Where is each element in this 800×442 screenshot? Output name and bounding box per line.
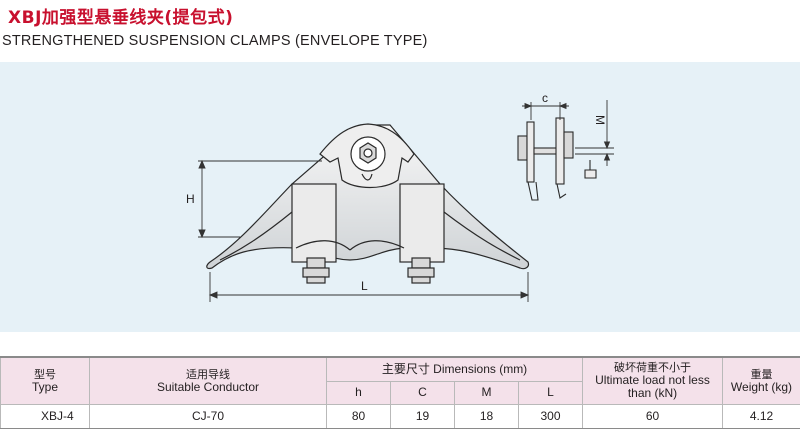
- header-dim-h: h: [326, 380, 391, 405]
- header-dimensions: 主要尺寸 Dimensions (mm): [326, 356, 583, 382]
- cell-conductor: CJ-70: [89, 403, 327, 429]
- dimension-l: [208, 272, 530, 302]
- header-dim-l: L: [518, 380, 583, 405]
- dimension-h: [198, 159, 322, 239]
- cell-m: 18: [454, 403, 519, 429]
- left-bolt: [302, 257, 330, 284]
- dimension-l-label: L: [361, 279, 368, 293]
- header-dim-m: M: [454, 380, 519, 405]
- clamp-front-view: [206, 123, 530, 284]
- dimension-c-label: c: [542, 91, 548, 105]
- clamp-technical-drawing: H L c: [186, 91, 614, 302]
- header-conductor: 适用导线 Suitable Conductor: [89, 356, 327, 405]
- dimension-h-label: H: [186, 192, 195, 206]
- header-dim-c: C: [390, 380, 455, 405]
- header-load: 破坏荷重不小于 Ultimate load not less than (kN): [582, 356, 723, 405]
- table-row: XBJ-4 CJ-70 80 19 18 300 60 4.12: [0, 403, 800, 429]
- cell-l: 300: [518, 403, 583, 429]
- dimension-m: [575, 100, 614, 166]
- header-weight: 重量 Weight (kg): [722, 356, 800, 405]
- right-bolt: [407, 257, 435, 284]
- clamp-body: [206, 124, 530, 270]
- cell-h: 80: [326, 403, 391, 429]
- dimension-c: [522, 102, 569, 120]
- cell-type: XBJ-4: [0, 403, 90, 429]
- cell-weight: 4.12: [722, 403, 800, 429]
- clamp-right-plate: [399, 183, 445, 263]
- page-title: XBJ加强型悬垂线夹(提包式): [8, 8, 234, 28]
- clamp-side-view: [517, 117, 597, 201]
- page-subtitle: STRENGTHENED SUSPENSION CLAMPS (ENVELOPE…: [2, 33, 428, 49]
- clamp-left-plate: [291, 183, 337, 263]
- cell-load: 60: [582, 403, 723, 429]
- header-type: 型号 Type: [0, 356, 90, 405]
- drawing-panel: H L c: [0, 62, 800, 332]
- dimension-m-label: M: [593, 115, 607, 125]
- spec-table: 型号 Type 适用导线 Suitable Conductor 主要尺寸 Dim…: [0, 356, 800, 429]
- cell-c: 19: [390, 403, 455, 429]
